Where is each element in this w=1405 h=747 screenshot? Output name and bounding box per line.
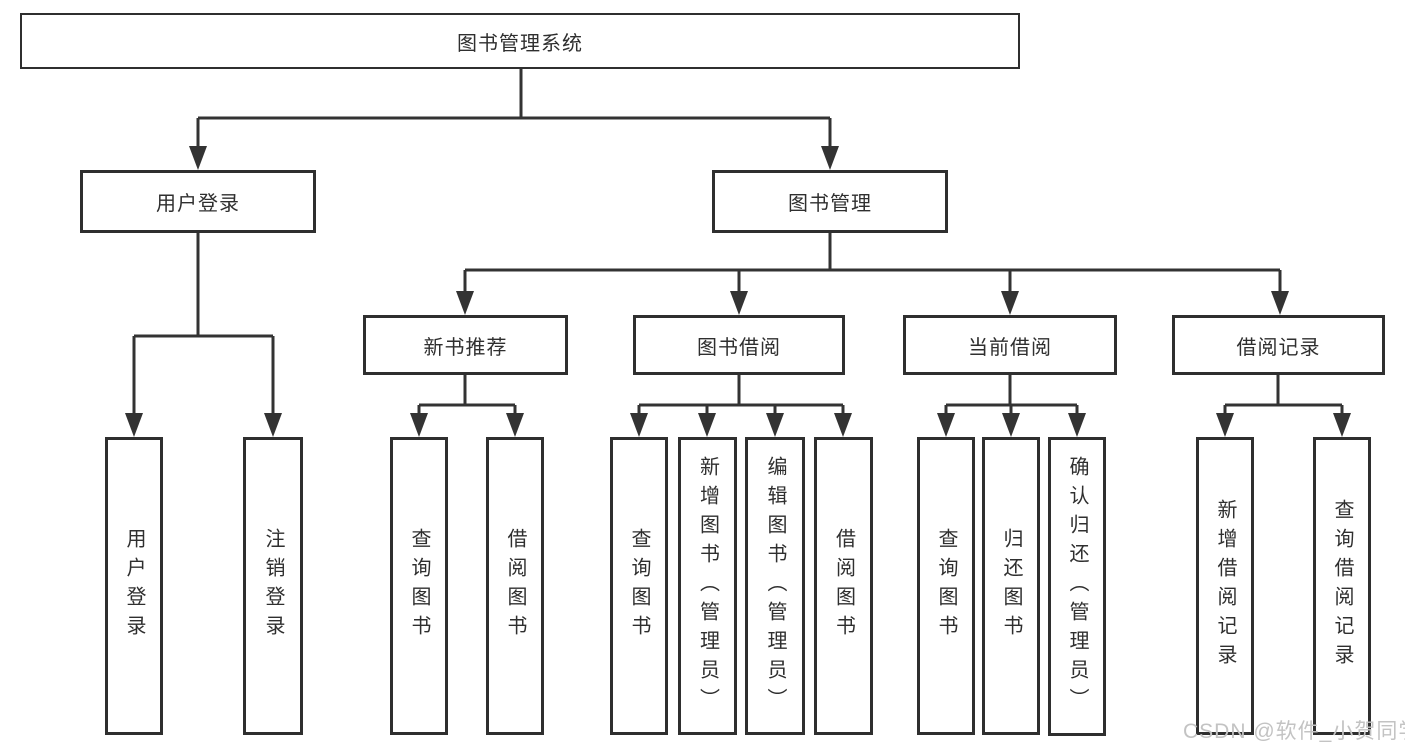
- arrowhead: [730, 291, 748, 315]
- arrowhead: [1068, 413, 1086, 437]
- node-borrowing-records: 借阅记录: [1172, 315, 1385, 375]
- leaf-user-login: 用户登录: [105, 437, 163, 735]
- arrowhead: [125, 413, 143, 437]
- node-library-management-system: 图书管理系统: [20, 13, 1020, 69]
- connector-book-borrowing-branch: [637, 375, 845, 433]
- arrowhead: [630, 413, 648, 437]
- leaf-borrowing-query-books: 查询图书: [610, 437, 668, 735]
- leaf-recommend-query-books: 查询图书: [390, 437, 448, 735]
- connector-user-login-branch: [132, 233, 275, 433]
- arrowhead: [1001, 291, 1019, 315]
- arrowhead: [1216, 413, 1234, 437]
- arrowhead: [766, 413, 784, 437]
- arrowhead: [834, 413, 852, 437]
- leaf-current-return-books: 归还图书: [982, 437, 1040, 735]
- leaf-borrowing-borrow-books: 借阅图书: [814, 437, 873, 735]
- leaf-logout: 注销登录: [243, 437, 303, 735]
- leaf-current-query-books: 查询图书: [917, 437, 975, 735]
- arrowhead: [937, 413, 955, 437]
- connector-root-branch: [196, 69, 832, 166]
- leaf-records-query-record: 查询借阅记录: [1313, 437, 1371, 735]
- arrowhead: [821, 146, 839, 170]
- connector-book-management-branch: [463, 233, 1282, 311]
- arrowhead: [1333, 413, 1351, 437]
- arrowhead: [506, 413, 524, 437]
- node-book-borrowing: 图书借阅: [633, 315, 845, 375]
- node-user-login: 用户登录: [80, 170, 316, 233]
- connector-borrowing-records-branch: [1223, 375, 1344, 433]
- leaf-borrowing-add-books-admin: 新增图书（管理员）: [678, 437, 737, 735]
- node-new-book-recommend: 新书推荐: [363, 315, 568, 375]
- arrowhead: [1271, 291, 1289, 315]
- arrowhead: [264, 413, 282, 437]
- leaf-recommend-borrow-books: 借阅图书: [486, 437, 544, 735]
- leaf-borrowing-edit-books-admin: 编辑图书（管理员）: [745, 437, 805, 735]
- arrowhead: [410, 413, 428, 437]
- arrowhead: [698, 413, 716, 437]
- node-book-management: 图书管理: [712, 170, 948, 233]
- csdn-watermark: CSDN @软件_小贺同学: [1183, 720, 1405, 743]
- arrowhead: [456, 291, 474, 315]
- leaf-records-add-record: 新增借阅记录: [1196, 437, 1254, 735]
- arrowhead: [1002, 413, 1020, 437]
- leaf-current-confirm-return-admin: 确认归还（管理员）: [1048, 437, 1106, 736]
- node-current-borrowing: 当前借阅: [903, 315, 1117, 375]
- connector-new-book-recommend-branch: [417, 375, 517, 433]
- arrowhead: [189, 146, 207, 170]
